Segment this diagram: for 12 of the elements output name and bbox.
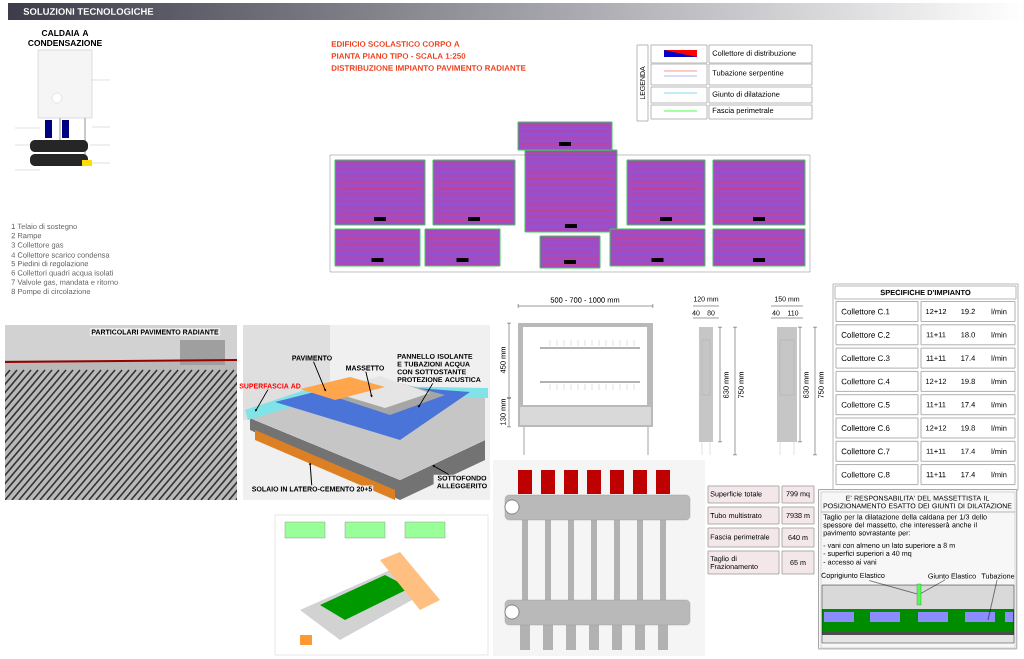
title-bar: SOLUZIONI TECNOLOGICHE xyxy=(8,3,1024,20)
leader-line xyxy=(313,361,326,392)
leader-line xyxy=(432,465,450,475)
leader-line xyxy=(255,389,269,412)
leader-line xyxy=(920,579,946,594)
heading: CALDAIA A CONDENSAZIONE xyxy=(28,30,102,46)
leader-line xyxy=(309,462,313,486)
joint-strip xyxy=(916,583,922,606)
leader-line xyxy=(987,579,998,621)
leader-line xyxy=(365,371,373,398)
leader-line xyxy=(868,580,918,595)
leader-line xyxy=(418,382,434,408)
